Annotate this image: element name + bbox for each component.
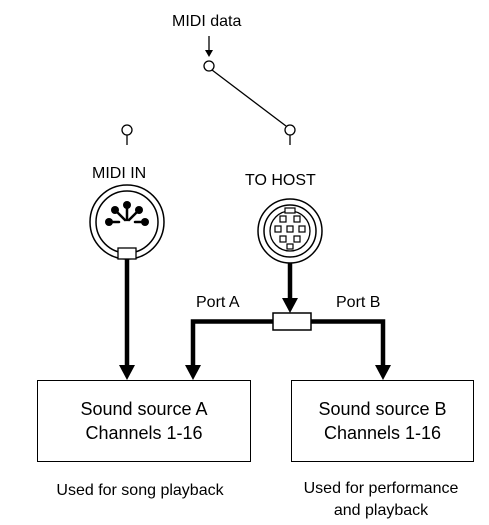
switch-terminal-midi-in bbox=[121, 124, 133, 136]
sound-source-b-channels: Channels 1-16 bbox=[323, 423, 442, 443]
port-a-label: Port A bbox=[196, 294, 240, 311]
midi-data-label: MIDI data bbox=[172, 13, 242, 30]
to-host-label: TO HOST bbox=[245, 172, 316, 189]
port-splitter bbox=[272, 312, 312, 331]
port-b-signal-line bbox=[311, 319, 391, 380]
switch-lever bbox=[211, 69, 287, 127]
sound-source-a-channels: Channels 1-16 bbox=[85, 423, 203, 443]
sound-source-b-title: Sound source B bbox=[318, 399, 447, 419]
switch-input-terminal bbox=[203, 60, 215, 72]
midi-in-label: MIDI IN bbox=[92, 165, 147, 182]
sound-source-b-box: Sound source B Channels 1-16 bbox=[291, 380, 474, 462]
to-host-connector-icon bbox=[257, 198, 323, 264]
switch-terminal-to-host bbox=[284, 124, 296, 136]
midi-data-arrow bbox=[205, 36, 213, 57]
midi-in-signal-line bbox=[119, 259, 135, 380]
sound-source-a-box: Sound source A Channels 1-16 bbox=[37, 380, 251, 462]
caption-source-b-line1: Used for performance bbox=[303, 480, 459, 497]
sound-source-a-title: Sound source A bbox=[80, 399, 208, 419]
port-b-label: Port B bbox=[336, 294, 381, 311]
caption-source-b: Used for performance and playback bbox=[274, 478, 488, 522]
caption-source-b-line2: and playback bbox=[333, 502, 429, 519]
port-a-signal-line bbox=[185, 319, 273, 380]
to-host-signal-line bbox=[282, 263, 298, 313]
caption-source-a: Used for song playback bbox=[56, 482, 224, 499]
midi-in-connector-icon bbox=[89, 184, 165, 260]
